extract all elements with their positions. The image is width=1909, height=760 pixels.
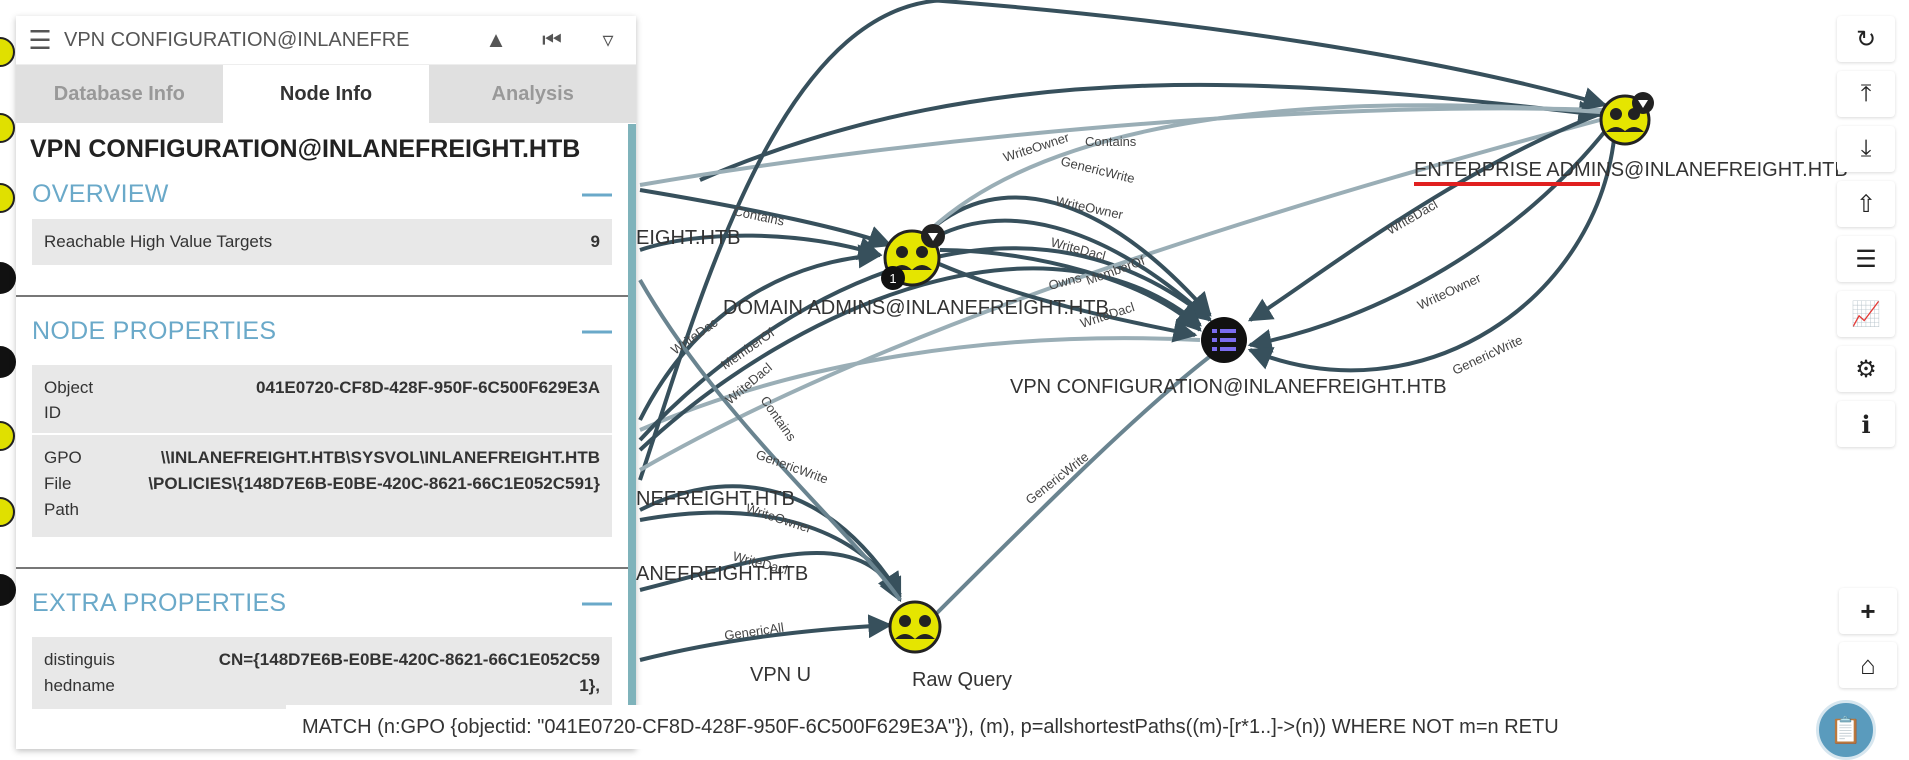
raw-query-input[interactable]: MATCH (n:GPO {objectid: "041E0720-CF8D-4… — [286, 705, 1620, 749]
label-vpn-configuration: VPN CONFIGURATION@INLANEFREIGHT.HTB — [1010, 376, 1447, 398]
collapse-icon[interactable]: — — [582, 586, 612, 619]
overview-row-value[interactable]: 9 — [590, 232, 600, 251]
property-object-id: Object ID 041E0720-CF8D-428F-950F-6C500F… — [32, 365, 612, 433]
node-domain-admins[interactable]: 1 DOMAIN ADMINS@INLANEFREIGHT.HTB — [723, 224, 1109, 319]
upload-icon[interactable]: ⇧ — [1837, 181, 1895, 227]
label-domain-admins: DOMAIN ADMINS@INLANEFREIGHT.HTB — [723, 297, 1109, 319]
label-partial-1: EIGHT.HTB — [636, 227, 740, 249]
edge-label-genericwrite-3: GenericWrite — [1023, 449, 1092, 507]
edge-label-genericwrite-4: GenericWrite — [754, 447, 830, 487]
overview-header[interactable]: OVERVIEW — — [32, 172, 612, 216]
filter-icon[interactable]: ▿ — [602, 27, 614, 52]
property-label: GPO File Path — [44, 448, 82, 519]
extra-properties-header[interactable]: EXTRA PROPERTIES — — [32, 581, 612, 625]
overview-row-label: Reachable High Value Targets — [44, 232, 273, 251]
node-properties-title: NODE PROPERTIES — [32, 316, 277, 345]
search-row: ☰ ▲ ⏮ ▿ — [16, 16, 636, 65]
back-icon[interactable]: ⏮ — [542, 27, 562, 52]
edge-label-genericwrite-2: GenericWrite — [1450, 332, 1525, 378]
property-label: distinguishedname — [44, 650, 115, 695]
property-label: Object ID — [44, 378, 94, 422]
property-distinguishedname: distinguishedname CN={148D7E6B-E0BE-420C… — [32, 637, 612, 709]
info-icon[interactable]: i — [1837, 401, 1895, 447]
collapse-icon[interactable]: — — [582, 314, 612, 347]
label-partial-2: NEFREIGHT.HTB — [636, 488, 795, 510]
property-value: CN={148D7E6B-E0BE-420C-8621-66C1E052C591… — [218, 650, 600, 695]
property-value: 041E0720-CF8D-428F-950F-6C500F629E3A — [256, 378, 600, 397]
tab-database-info[interactable]: Database Info — [16, 65, 223, 123]
clipboard-icon[interactable]: 📋 — [1816, 700, 1876, 760]
collapse-icon[interactable]: — — [582, 177, 612, 210]
offscreen-nodes[interactable] — [0, 37, 16, 606]
label-vpn-users: VPN U — [750, 664, 811, 686]
right-toolbar: ↻ ⤒ ⤓ ⇧ ☰ 📈 ⚙ i — [1837, 16, 1897, 456]
queries-list-icon[interactable]: ☰ — [1837, 236, 1895, 282]
overview-title: OVERVIEW — [32, 179, 169, 208]
chart-icon[interactable]: 📈 — [1837, 291, 1895, 337]
node-badge: 1 — [889, 271, 896, 286]
tab-node-info[interactable]: Node Info — [222, 65, 430, 123]
edge-label-genericwrite: GenericWrite — [1059, 153, 1136, 186]
panel-scroll-border — [628, 124, 636, 749]
zoom-in-icon[interactable]: + — [1839, 588, 1897, 634]
export-icon[interactable]: ⤒ — [1837, 71, 1895, 117]
tab-analysis[interactable]: Analysis — [429, 65, 636, 123]
graph-edges — [638, 0, 1617, 662]
extra-properties-title: EXTRA PROPERTIES — [32, 588, 287, 617]
overview-row[interactable]: Reachable High Value Targets 9 — [32, 219, 612, 265]
settings-icon[interactable]: ⚙ — [1837, 346, 1895, 392]
property-value: \\INLANEFREIGHT.HTB\SYSVOL\INLANEFREIGHT… — [148, 448, 600, 493]
search-input[interactable] — [64, 28, 468, 52]
refresh-icon[interactable]: ↻ — [1837, 16, 1895, 62]
raw-query-toggle[interactable]: Raw Query — [820, 660, 1104, 700]
section-divider — [16, 295, 628, 297]
node-enterprise-admins[interactable]: ENTERPRISE ADMINS@INLANEFREIGHT.HTB — [1414, 92, 1848, 186]
edge-label-owns: Owns — [1047, 270, 1083, 293]
label-partial-3: ANEFREIGHT.HTB — [636, 563, 808, 585]
edge-label-contains: Contains — [1085, 134, 1137, 149]
edge-label-contains-2: Contains — [732, 203, 786, 228]
edge-label-writedacl: WriteDacl — [1049, 234, 1107, 263]
menu-icon[interactable]: ☰ — [28, 24, 52, 55]
home-icon[interactable]: ⌂ — [1839, 642, 1897, 688]
import-icon[interactable]: ⤓ — [1837, 126, 1895, 172]
partial-labels: EIGHT.HTB NEFREIGHT.HTB ANEFREIGHT.HTB — [636, 227, 808, 585]
property-gpo-file-path: GPO File Path \\INLANEFREIGHT.HTB\SYSVOL… — [32, 435, 612, 537]
section-divider — [16, 567, 628, 569]
label-enterprise-admins: ENTERPRISE ADMINS@INLANEFREIGHT.HTB — [1414, 159, 1848, 181]
node-vpn-configuration[interactable]: VPN CONFIGURATION@INLANEFREIGHT.HTB — [1010, 317, 1447, 398]
tab-bar: Database Info Node Info Analysis — [16, 65, 636, 123]
pathfinding-icon[interactable]: ▲ — [485, 27, 507, 52]
node-title: VPN CONFIGURATION@INLANEFREIGHT.HTB — [30, 135, 581, 163]
edge-label-writedacl-3: WriteDacl — [1384, 197, 1440, 238]
node-properties-header[interactable]: NODE PROPERTIES — — [32, 309, 612, 353]
edge-label-contains-3: Contains — [758, 393, 800, 444]
edge-label-writeowner-3: WriteOwner — [1415, 270, 1484, 313]
node-vpn-users[interactable]: VPN U — [750, 600, 942, 686]
node-info-panel: ☰ ▲ ⏮ ▿ Database Info Node Info Analysis… — [16, 16, 636, 749]
